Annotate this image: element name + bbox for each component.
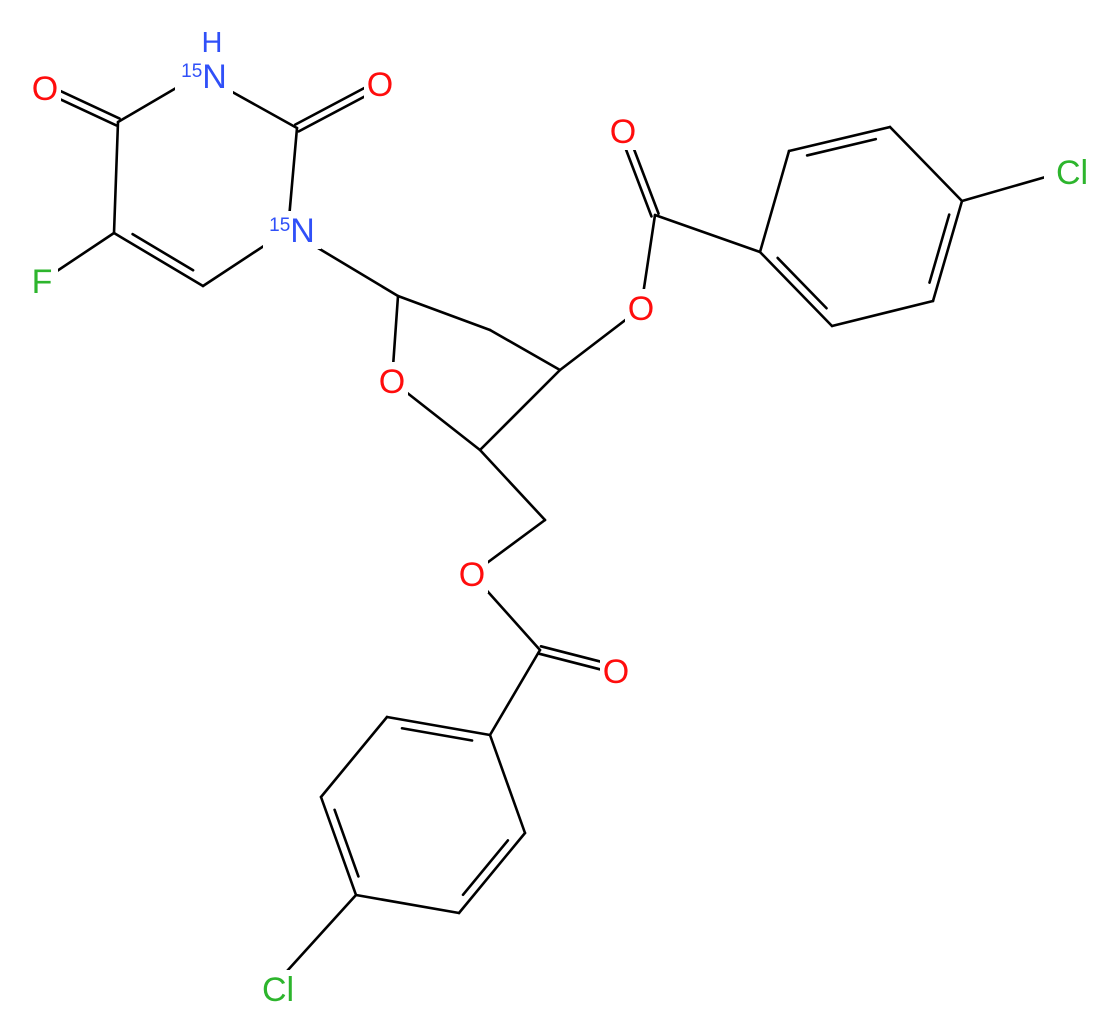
atom-label-N1: 15N xyxy=(269,212,315,250)
atom-label-O4-carbonyl: O xyxy=(32,70,58,108)
atom-halo xyxy=(26,262,58,300)
atom-halo xyxy=(175,57,233,95)
bond xyxy=(488,648,542,737)
atom-label-O-carbonyl-upper: O xyxy=(610,113,636,151)
atom-halo xyxy=(376,362,408,400)
bond xyxy=(653,213,762,254)
atom-halo xyxy=(625,289,657,327)
bond xyxy=(960,172,1058,203)
atom-label-O-ester-lower: O xyxy=(459,556,485,594)
bond xyxy=(400,726,474,742)
atom-label-Cl-upper: Cl xyxy=(1056,154,1088,192)
bond xyxy=(488,733,527,835)
bond xyxy=(830,299,935,328)
bond xyxy=(319,715,389,799)
atom-halo xyxy=(456,555,488,593)
bond xyxy=(805,137,878,157)
atom-halo xyxy=(364,65,396,103)
bond xyxy=(112,120,120,235)
atom-label-O-carbonyl-lower: O xyxy=(603,653,629,691)
atom-label-H-on-N3: H xyxy=(202,27,223,59)
bond xyxy=(276,893,358,983)
bond xyxy=(478,448,547,522)
bond xyxy=(478,368,562,452)
bond xyxy=(488,328,562,372)
atom-label-N3: 15N xyxy=(181,58,227,96)
bond xyxy=(461,839,510,897)
bond xyxy=(457,831,527,915)
atom-label-O-ester-upper: O xyxy=(628,290,654,328)
bond xyxy=(112,231,205,288)
atom-label-O2-carbonyl: O xyxy=(367,66,393,104)
bond xyxy=(928,213,951,284)
bond xyxy=(787,125,892,153)
bond xyxy=(758,250,834,328)
atom-halo xyxy=(263,211,321,249)
bond xyxy=(396,294,492,332)
bond xyxy=(131,232,195,272)
bond xyxy=(385,715,492,737)
atom-halo xyxy=(29,69,61,107)
bond xyxy=(319,795,358,897)
bond xyxy=(931,199,964,303)
bond xyxy=(354,893,461,915)
atom-label-O-ring: O xyxy=(379,363,405,401)
atom-label-Cl-lower: Cl xyxy=(262,971,294,1009)
atom-halo xyxy=(196,21,228,59)
atom-halo xyxy=(600,652,632,690)
atom-halo xyxy=(1044,153,1100,191)
bond xyxy=(758,149,791,254)
atom-halo xyxy=(250,970,306,1008)
bond xyxy=(776,256,828,310)
bond xyxy=(333,808,360,878)
bond xyxy=(888,125,964,203)
atom-halo xyxy=(607,112,639,150)
atom-label-F5: F xyxy=(32,263,53,301)
